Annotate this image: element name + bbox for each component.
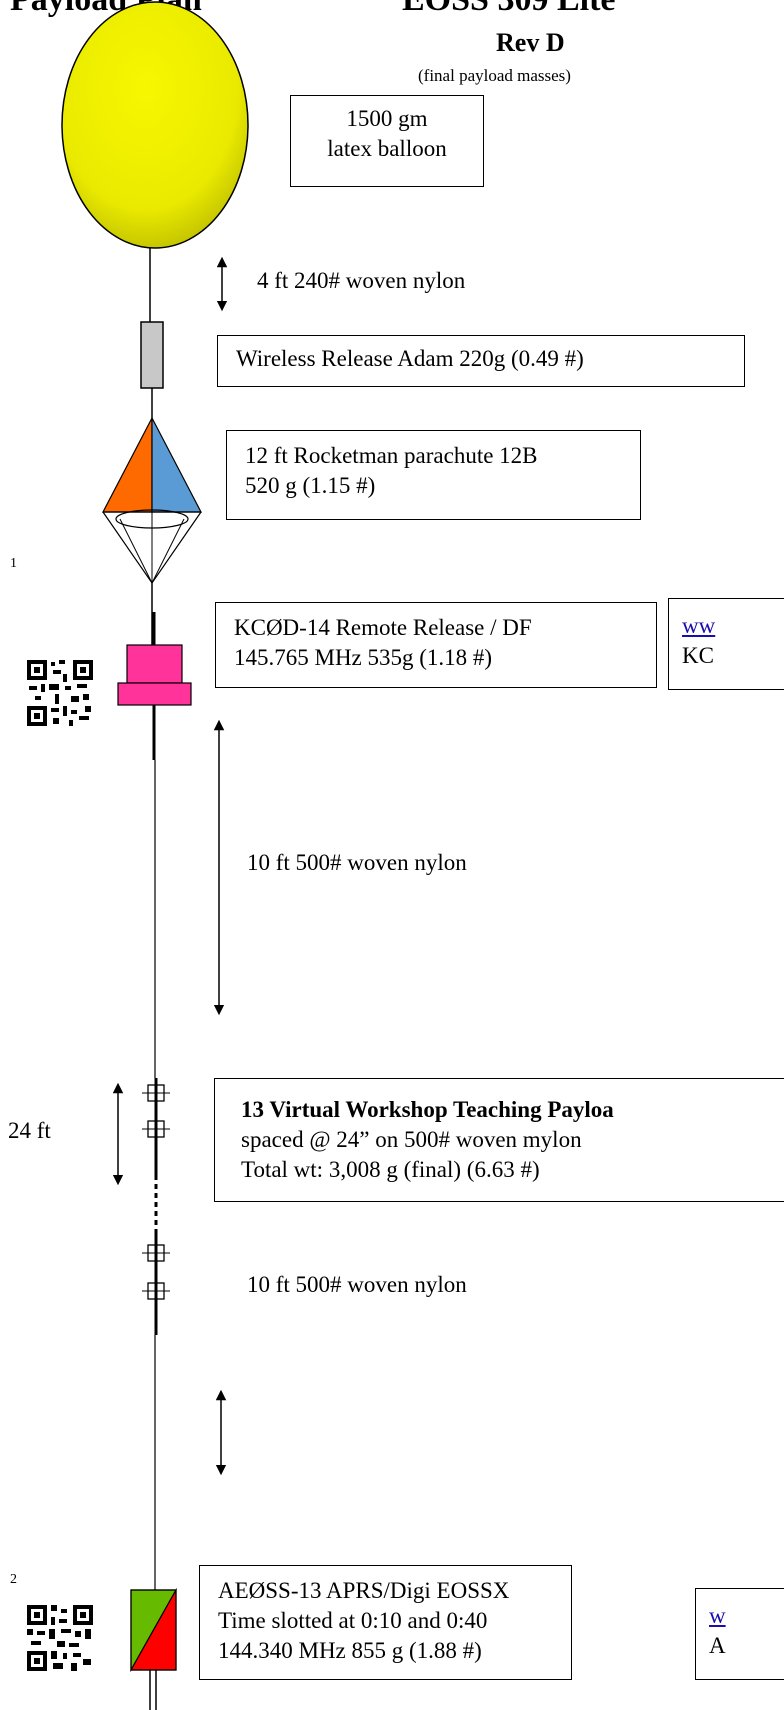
tracker1-line2: 145.765 MHz 535g (1.18 #) <box>234 644 493 670</box>
title-right: EOSS 309 Lite <box>402 0 615 17</box>
parachute-left <box>102 417 153 513</box>
parachute-right <box>151 417 202 513</box>
tracker1-label-box: KCØD-14 Remote Release / DF 145.765 MHz … <box>215 602 657 688</box>
balloon-label-box: 1500 gm latex balloon <box>290 95 484 187</box>
tracker2-link-sub: A <box>709 1632 726 1658</box>
tracker2-line1: AEØSS-13 APRS/Digi EOSSX <box>218 1578 510 1603</box>
balloon-line2: latex balloon <box>327 135 447 161</box>
tracker1-link-box: ww KC <box>668 598 784 690</box>
release-label-box: Wireless Release Adam 220g (0.49 #) <box>217 335 745 387</box>
marker-1: 1 <box>10 556 17 571</box>
balloon-line1: 1500 gm <box>346 106 428 131</box>
tracker2-link[interactable]: w <box>709 1603 726 1628</box>
release-label: Wireless Release Adam 220g (0.49 #) <box>236 346 584 371</box>
tracker2-link-box: w A <box>695 1588 784 1680</box>
workshop-label-box: 13 Virtual Workshop Teaching Payloa spac… <box>214 1078 784 1202</box>
revision-label: Rev D <box>496 28 565 57</box>
tracker2-label-box: AEØSS-13 APRS/Digi EOSSX Time slotted at… <box>199 1565 572 1680</box>
workshop-line2: spaced @ 24” on 500# woven mylon <box>241 1126 582 1152</box>
qr-code-icon <box>27 1605 93 1671</box>
tracker1-top <box>126 644 183 684</box>
parachute-label-box: 12 ft Rocketman parachute 12B 520 g (1.1… <box>226 430 641 520</box>
balloon <box>61 1 249 249</box>
qr-code-icon <box>27 660 93 726</box>
tether3-label: 10 ft 500# woven nylon <box>247 1272 467 1297</box>
workshop-span-label: 24 ft <box>8 1118 51 1143</box>
marker-2: 2 <box>10 1572 17 1587</box>
workshop-line1: 13 Virtual Workshop Teaching Payloa <box>241 1097 614 1122</box>
workshop-line3: Total wt: 3,008 g (final) (6.63 #) <box>241 1156 540 1182</box>
tracker1-line1: KCØD-14 Remote Release / DF <box>234 615 532 640</box>
tracker1-link[interactable]: ww <box>682 613 716 638</box>
tracker2-line3: 144.340 MHz 855 g (1.88 #) <box>218 1637 482 1663</box>
tracker1-link-sub: KC <box>682 642 714 668</box>
parachute-line1: 12 ft Rocketman parachute 12B <box>245 443 538 468</box>
tracker1-base <box>117 682 192 706</box>
tracker2-line2: Time slotted at 0:10 and 0:40 <box>218 1607 488 1633</box>
release-device <box>140 321 164 389</box>
tether1-label: 4 ft 240# woven nylon <box>257 268 466 293</box>
revision-note: (final payload masses) <box>418 66 571 85</box>
tether2-label: 10 ft 500# woven nylon <box>247 850 467 875</box>
parachute-line2: 520 g (1.15 #) <box>245 472 376 498</box>
